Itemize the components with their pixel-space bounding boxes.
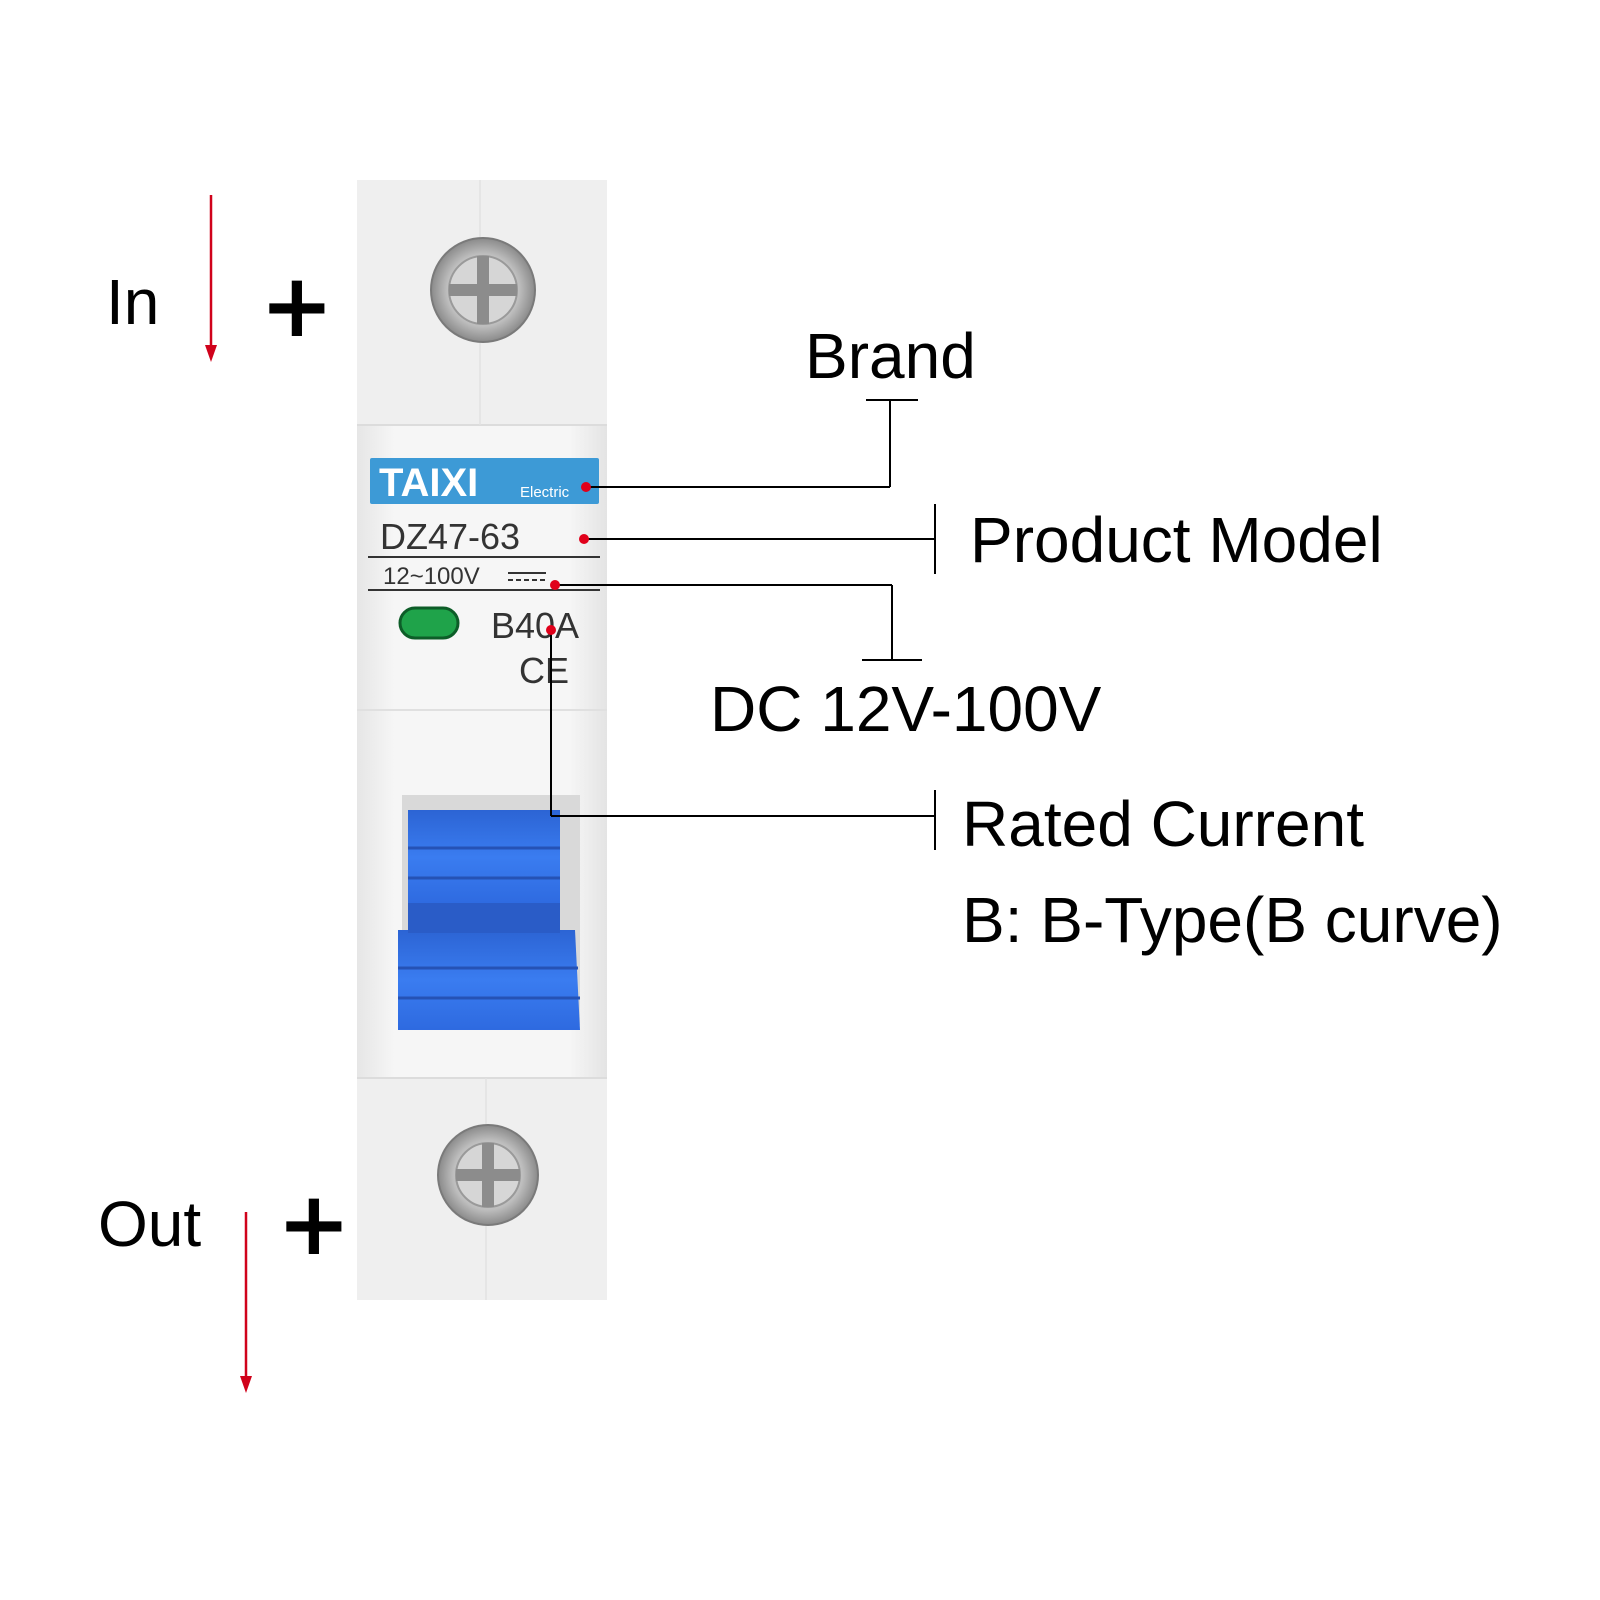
model-callout: Product Model	[970, 504, 1383, 576]
in-label: In	[106, 266, 160, 338]
voltage-callout: DC 12V-100V	[710, 673, 1102, 745]
brand-name: TAIXI	[379, 461, 478, 505]
in-plus-sign: +	[260, 254, 334, 357]
brand-bar	[370, 458, 599, 504]
callout-leaders	[550, 399, 936, 850]
out-plus-sign: +	[277, 1172, 351, 1275]
out-label: Out	[98, 1188, 202, 1260]
indicator-window	[398, 606, 460, 640]
callout-dots	[546, 482, 591, 635]
top-screw-icon	[430, 237, 536, 343]
voltage-marking: 12~100V	[383, 563, 480, 590]
breaker-handle[interactable]	[398, 795, 580, 1030]
in-arrow-icon	[205, 195, 217, 362]
rating-marking: B40A	[491, 605, 579, 646]
out-arrow-icon	[240, 1212, 252, 1393]
curve-callout: B: B-Type(B curve)	[962, 884, 1503, 956]
brand-callout: Brand	[805, 320, 976, 392]
dc-symbol-icon	[508, 572, 546, 581]
ce-mark-icon: CE	[519, 650, 569, 691]
bottom-screw-icon	[437, 1124, 539, 1226]
brand-sub: Electric	[520, 484, 570, 501]
current-callout: Rated Current	[962, 788, 1364, 860]
model-marking: DZ47-63	[380, 516, 520, 557]
